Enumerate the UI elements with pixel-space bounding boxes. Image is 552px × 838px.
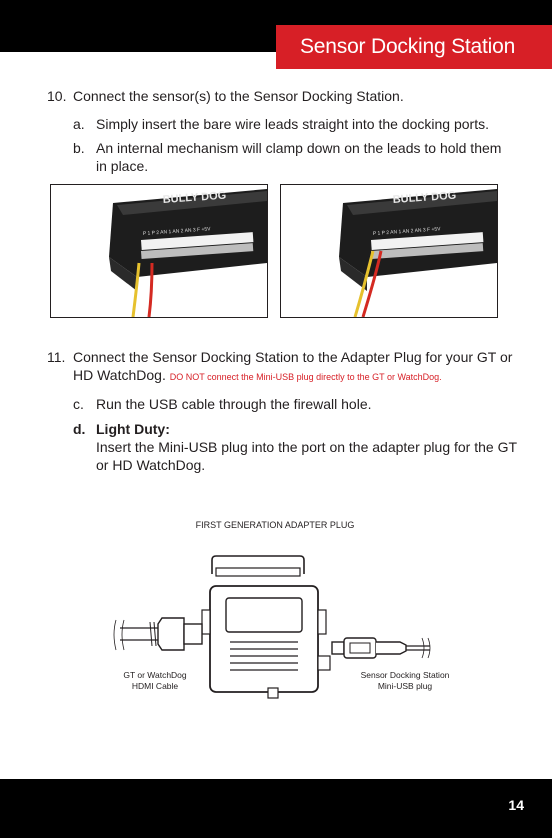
adapter-plug-diagram: FIRST GENERATION ADAPTER PLUG GT or W — [100, 516, 460, 706]
substep-text-line2: in place. — [96, 158, 149, 174]
step-text-line2-main: HD WatchDog. — [73, 367, 166, 383]
substep-letter: b. — [73, 140, 85, 156]
photo-docking-station-right: BULLY DOG P 1 P 2 AN 1 AN 2 AN 3 F +5V — [280, 184, 498, 318]
substep-heading: Light Duty: — [96, 421, 170, 437]
substep-text-line1: Insert the Mini-USB plug into the port o… — [96, 439, 518, 455]
substep-letter: a. — [73, 116, 85, 132]
hdmi-label-line2: HDMI Cable — [131, 681, 179, 691]
substep-text: Run the USB cable through the firewall h… — [96, 396, 372, 412]
step-number: 10. — [47, 88, 67, 104]
substep-text: Simply insert the bare wire leads straig… — [96, 116, 489, 132]
usb-plug-label: Sensor Docking Station Mini-USB plug — [350, 670, 460, 692]
warning-text: DO NOT connect the Mini-USB plug directl… — [169, 372, 442, 382]
usb-label-line2: Mini-USB plug — [377, 681, 433, 691]
step-text-line1: Connect the Sensor Docking Station to th… — [73, 349, 513, 365]
brand-text: BULLY DOG — [162, 190, 226, 206]
footer-bar: 14 — [0, 779, 552, 838]
docking-station-photo: BULLY DOG P 1 P 2 AN 1 AN 2 AN 3 F +5V — [109, 189, 267, 317]
step-number: 11. — [47, 349, 66, 365]
step-text-line2: HD WatchDog. DO NOT connect the Mini-USB… — [73, 366, 442, 386]
usb-label-line1: Sensor Docking Station — [360, 670, 450, 680]
page-number: 14 — [508, 797, 524, 813]
port-labels: P 1 P 2 AN 1 AN 2 AN 3 F +5V — [373, 226, 442, 237]
step-text: Connect the sensor(s) to the Sensor Dock… — [73, 88, 404, 104]
brand-text: BULLY DOG — [392, 190, 456, 206]
page-title: Sensor Docking Station — [276, 25, 552, 69]
substep-letter: c. — [73, 396, 84, 412]
hdmi-cable-label: GT or WatchDog HDMI Cable — [110, 670, 200, 692]
docking-station-photo: BULLY DOG P 1 P 2 AN 1 AN 2 AN 3 F +5V — [339, 189, 497, 317]
diagram-title: FIRST GENERATION ADAPTER PLUG — [195, 520, 355, 530]
hdmi-label-line1: GT or WatchDog — [123, 670, 187, 680]
substep-text-line1: An internal mechanism will clamp down on… — [96, 140, 502, 156]
adapter-plug-illustration — [113, 555, 431, 699]
photo-docking-station-left: BULLY DOG P 1 P 2 AN 1 AN 2 AN 3 F +5V — [50, 184, 268, 318]
substep-letter: d. — [73, 421, 86, 437]
port-labels: P 1 P 2 AN 1 AN 2 AN 3 F +5V — [143, 226, 212, 237]
substep-text-line2: or HD WatchDog. — [96, 457, 206, 473]
